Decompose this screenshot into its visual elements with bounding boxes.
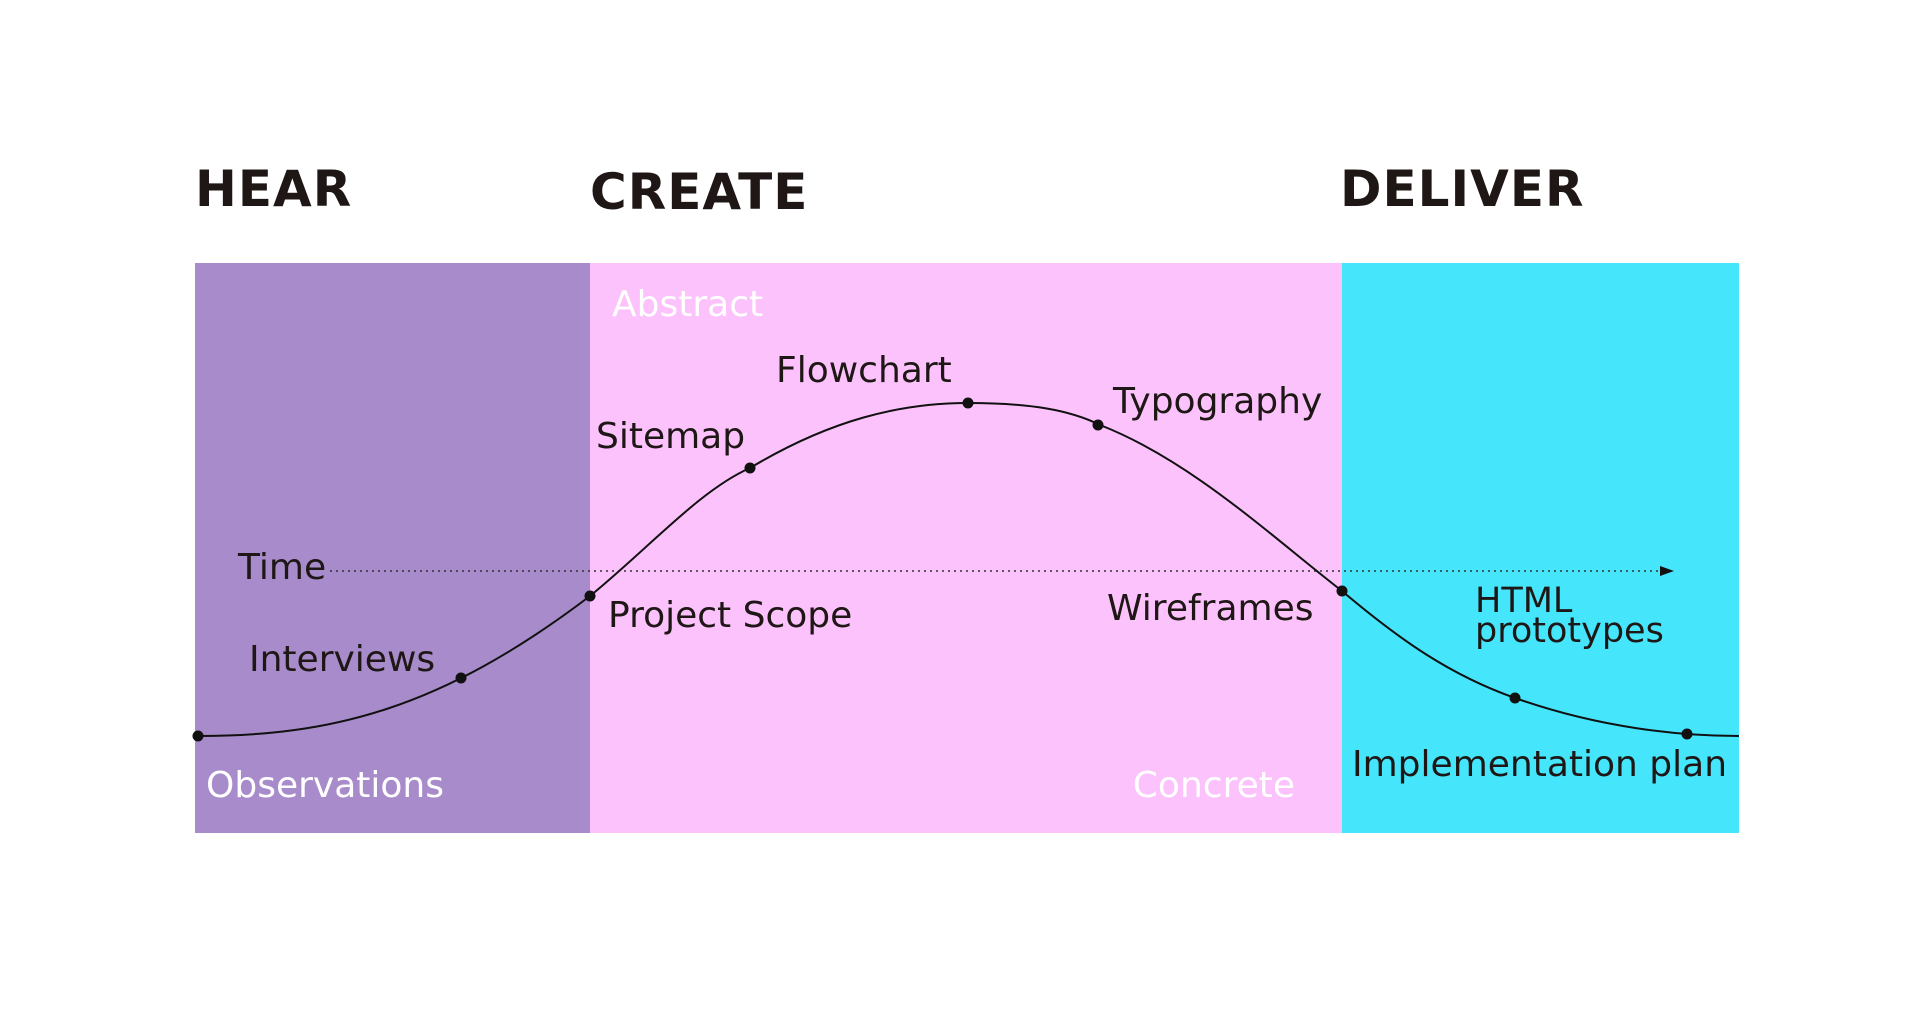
milestone-label-html-prototypes-line1: HTML bbox=[1475, 581, 1573, 621]
time-axis-label: Time bbox=[237, 547, 326, 588]
milestone-label-html-prototypes: HTML prototypes bbox=[1475, 581, 1664, 651]
milestone-label-implementation-plan: Implementation plan bbox=[1352, 744, 1727, 785]
milestone-label-interviews: Interviews bbox=[249, 639, 435, 680]
milestone-label-typography: Typography bbox=[1112, 381, 1322, 422]
process-curve bbox=[197, 401, 1740, 737]
phase-panel-hear bbox=[195, 263, 590, 833]
phase-panel-deliver bbox=[1342, 263, 1739, 833]
milestone-dot-project-scope bbox=[584, 590, 596, 602]
phase-panel-create bbox=[590, 263, 1342, 833]
milestone-label-flowchart: Flowchart bbox=[776, 350, 952, 391]
milestone-dot-wireframes bbox=[1336, 585, 1348, 597]
phase-title-create: CREATE bbox=[590, 163, 808, 221]
phase-title-hear: HEAR bbox=[195, 160, 352, 218]
concrete-label: Concrete bbox=[1133, 765, 1295, 806]
time-axis-arrowhead bbox=[1660, 566, 1674, 576]
milestone-dot-typography bbox=[1092, 419, 1104, 431]
milestone-dot-html-prototypes bbox=[1509, 692, 1521, 704]
milestone-dot-observations bbox=[192, 730, 204, 742]
milestone-label-wireframes: Wireframes bbox=[1107, 588, 1313, 629]
milestone-label-sitemap: Sitemap bbox=[596, 416, 745, 457]
milestone-dot-implementation-plan bbox=[1681, 728, 1693, 740]
milestone-label-project-scope: Project Scope bbox=[608, 595, 852, 636]
milestone-label-observations: Observations bbox=[206, 765, 444, 806]
milestone-dot-sitemap bbox=[744, 462, 756, 474]
phase-title-deliver: DELIVER bbox=[1340, 160, 1584, 218]
milestone-dot-flowchart bbox=[962, 397, 974, 409]
milestone-dot-interviews bbox=[455, 672, 467, 684]
milestone-label-html-prototypes-line2: prototypes bbox=[1475, 611, 1664, 651]
abstract-label: Abstract bbox=[612, 284, 763, 325]
